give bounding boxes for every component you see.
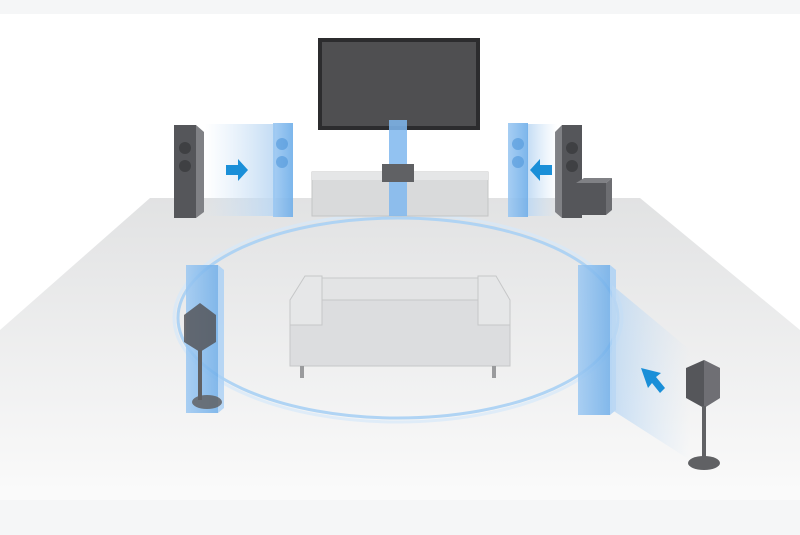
front-right-speaker	[555, 125, 582, 218]
center-speaker	[382, 164, 414, 182]
virtual-front-left-speaker	[273, 123, 293, 217]
arrow-left-icon	[530, 159, 552, 181]
arrow-up-left-icon	[641, 368, 665, 393]
tv	[318, 38, 480, 130]
subwoofer	[576, 178, 612, 215]
virtual-front-right-speaker	[508, 123, 528, 217]
arrow-right-icon	[226, 159, 248, 181]
sofa	[289, 275, 511, 378]
surround-left-speaker	[184, 303, 222, 409]
front-left-speaker	[174, 125, 204, 218]
virtual-surround-right-speaker	[578, 265, 616, 415]
surround-right-speaker	[686, 360, 720, 470]
